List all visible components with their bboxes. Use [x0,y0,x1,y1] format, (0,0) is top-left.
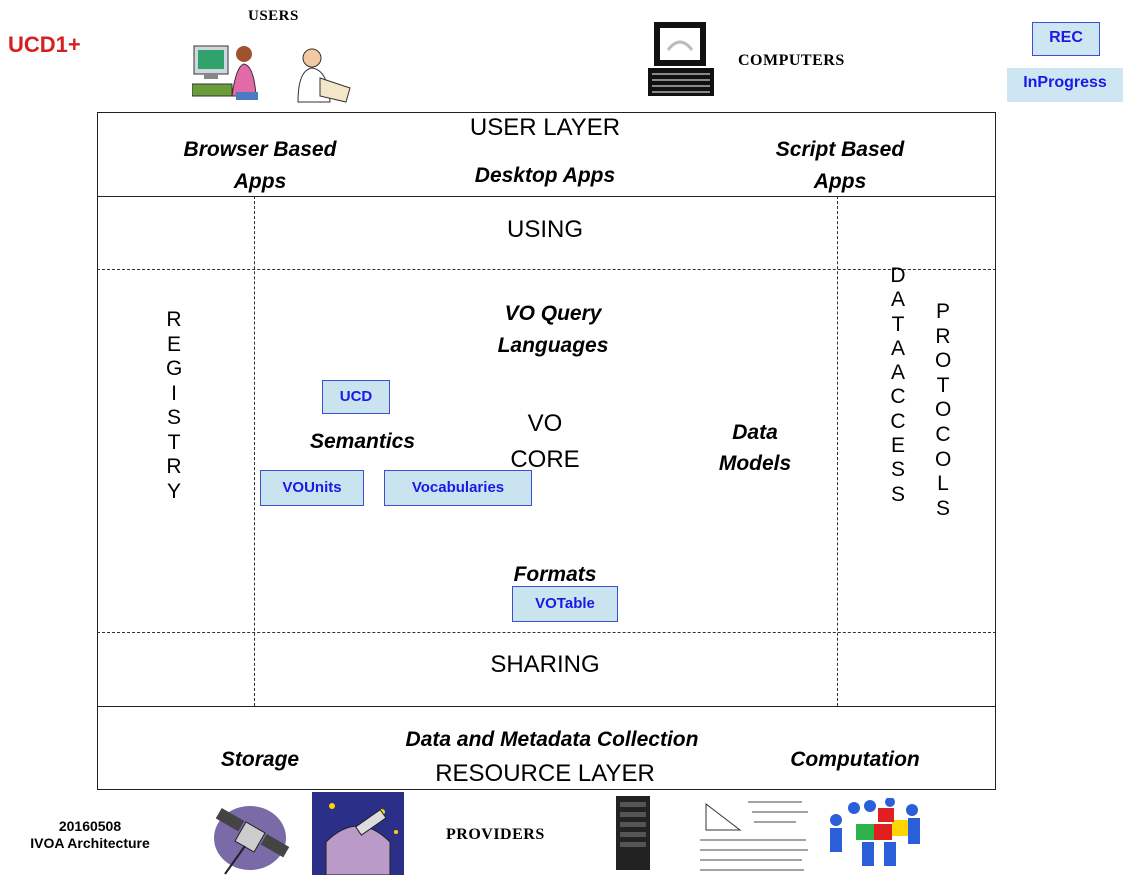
satellite-icon [214,806,290,875]
semantics-label: Semantics [309,430,416,453]
observatory-icon [312,792,404,875]
data-models-line2: Models [718,452,792,475]
user-layer-divider [97,196,996,197]
vo-query-line2: Languages [497,334,609,357]
vounits-box: VOUnits [260,470,364,506]
ucd-badge: UCD1+ [8,32,81,57]
math-notes-icon [692,794,814,875]
storage-label: Storage [220,748,300,771]
providers-label: PROVIDERS [446,826,545,843]
votable-box: VOTable [512,586,618,622]
users-label: USERS [248,8,299,24]
server-rack-icon [616,796,650,870]
user-reading-icon [297,48,351,103]
browser-apps-line1: Browser Based [183,138,337,161]
browser-apps-line2: Apps [233,170,287,193]
resource-layer-divider [97,706,996,707]
using-divider [97,269,996,270]
puzzle-people-icon [830,798,920,866]
computer-terminal-icon [648,22,714,96]
data-access-label: DATA ACCESS [890,264,910,506]
using-label: USING [506,216,583,243]
protocols-label: PROTOCOLS [935,300,952,520]
vocabularies-box: Vocabularies [384,470,532,506]
vo-core-line2: CORE [510,446,580,473]
sharing-label: SHARING [490,651,600,678]
registry-divider [254,196,255,706]
resource-layer-title: RESOURCE LAYER [435,760,655,787]
registry-label: REGISTRY [166,308,183,503]
vo-query-line1: VO Query [504,302,602,325]
architecture-frame [97,112,996,790]
script-apps-line2: Apps [813,170,867,193]
caption-label: IVOA Architecture [30,835,150,851]
sharing-divider [97,632,996,633]
data-collection-label: Data and Metadata Collection [405,728,699,751]
computers-label: COMPUTERS [738,52,845,69]
date-label: 20160508 [58,818,122,834]
formats-label: Formats [513,563,597,586]
user-layer-title: USER LAYER [469,114,621,141]
data-access-divider [837,196,838,706]
script-apps-line1: Script Based [775,138,905,161]
data-models-line1: Data [732,421,778,444]
legend-in-progress: InProgress [1007,68,1123,102]
desktop-apps: Desktop Apps [474,164,616,187]
ucd-box: UCD [322,380,390,414]
vo-core-line1: VO [527,410,563,437]
legend-rec: REC [1032,22,1100,56]
user-at-computer-icon [192,45,258,100]
computation-label: Computation [790,748,920,771]
